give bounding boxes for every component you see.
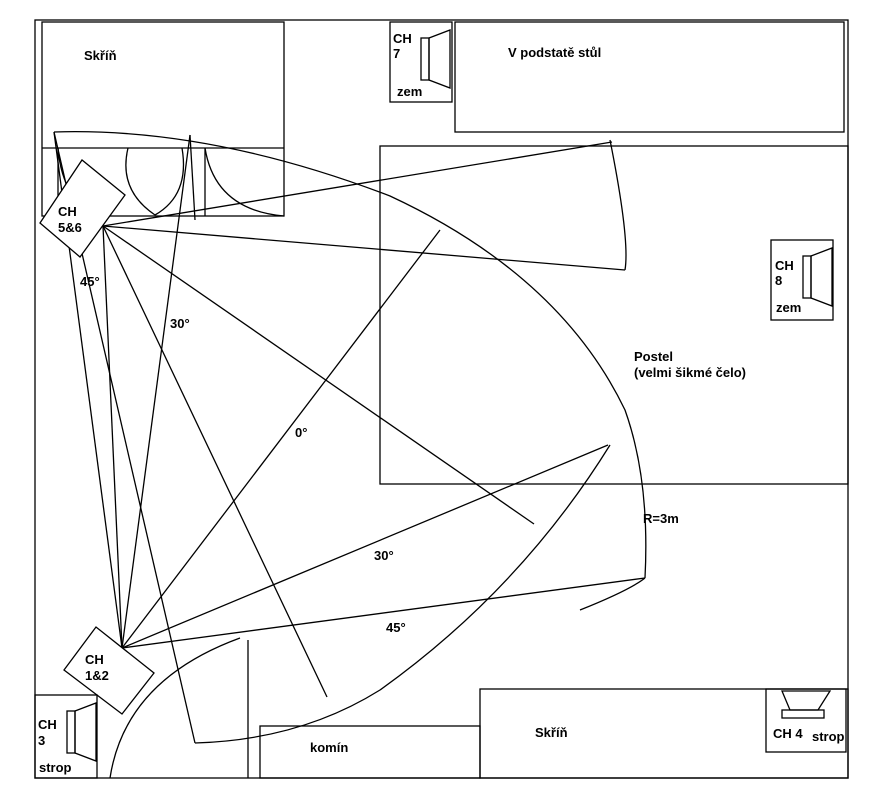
angle-right-45: 45° bbox=[386, 620, 406, 635]
ch8-label-line1: CH bbox=[775, 258, 794, 273]
bed-label-line1: Postel bbox=[634, 349, 673, 364]
angle-top-45: 45° bbox=[80, 274, 100, 289]
wardrobe-top-label: Skříň bbox=[84, 48, 117, 63]
ch7-label-line2: 7 bbox=[393, 46, 400, 61]
room-wall bbox=[34, 19, 849, 779]
angle-top-30: 30° bbox=[170, 316, 190, 331]
wardrobe-bottom-label: Skříň bbox=[535, 725, 568, 740]
ch4-mount: strop bbox=[812, 729, 845, 744]
ch7-speaker bbox=[389, 21, 453, 103]
chimney-label: komín bbox=[310, 740, 348, 755]
ch4-speaker bbox=[765, 688, 847, 753]
ch8-speaker bbox=[770, 239, 834, 321]
ch8-mount: zem bbox=[776, 300, 801, 315]
ch4-label: CH 4 bbox=[773, 726, 803, 741]
radius-arc-tail bbox=[579, 577, 646, 611]
ch7-mount: zem bbox=[397, 84, 422, 99]
desk bbox=[454, 21, 845, 133]
ch12-label-line2: 1&2 bbox=[85, 668, 109, 683]
inner-arc bbox=[194, 444, 611, 744]
ch3-label-line2: 3 bbox=[38, 733, 45, 748]
angle-center-0: 0° bbox=[295, 425, 307, 440]
angle-right-30: 30° bbox=[374, 548, 394, 563]
ch3-mount: strop bbox=[39, 760, 72, 775]
chimney bbox=[259, 725, 481, 779]
wardrobe-bottom bbox=[479, 688, 849, 779]
door-arc bbox=[109, 637, 241, 779]
radius-label: R=3m bbox=[643, 511, 679, 526]
ch12-fan-lines bbox=[53, 131, 646, 649]
ch3-label-line1: CH bbox=[38, 717, 57, 732]
radius-arc bbox=[53, 131, 647, 579]
ch56-label-line1: CH bbox=[58, 204, 77, 219]
arc-top-right bbox=[609, 139, 627, 271]
bed-label-line2: (velmi šikmé čelo) bbox=[634, 365, 746, 380]
ch3-speaker bbox=[34, 694, 98, 779]
ch56-fan-lines bbox=[102, 141, 626, 698]
ch56-label-line2: 5&6 bbox=[58, 220, 82, 235]
ch12-label-line1: CH bbox=[85, 652, 104, 667]
ch12-speaker bbox=[63, 626, 155, 715]
bed bbox=[379, 145, 849, 485]
inner-top-line bbox=[189, 134, 196, 221]
ch56-speaker bbox=[39, 159, 126, 258]
ch7-label-line1: CH bbox=[393, 31, 412, 46]
desk-label: V podstatě stůl bbox=[508, 45, 601, 60]
ch8-label-line2: 8 bbox=[775, 273, 782, 288]
